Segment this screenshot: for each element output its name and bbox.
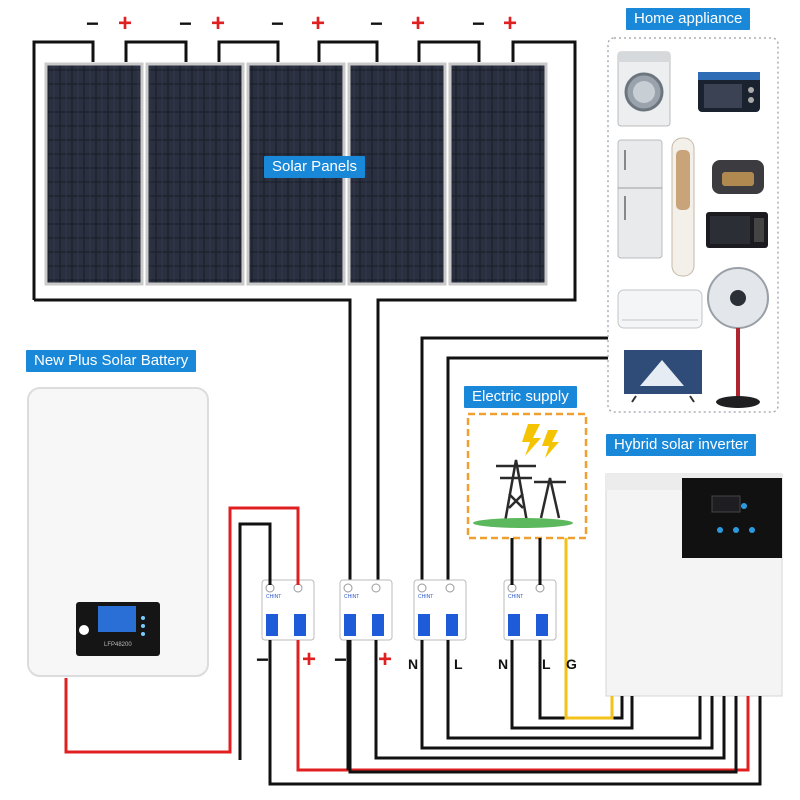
panel-3-negative: −: [271, 11, 284, 36]
solar-panels-label: Solar Panels: [264, 156, 366, 178]
pv-positive-terminal: +: [378, 646, 393, 673]
standing-fan-icon: [707, 267, 769, 408]
panel-2-positive: +: [211, 10, 226, 37]
solar-panel-2: [145, 62, 245, 286]
grid-g-terminal: G: [566, 656, 577, 672]
solar-panel-5: [448, 62, 548, 286]
battery-negative-terminal: −: [256, 647, 269, 672]
breaker-battery: [261, 579, 315, 641]
washing-machine-icon: [617, 51, 671, 127]
tower-air-conditioner-icon: [671, 137, 695, 277]
refrigerator-icon: [617, 139, 663, 259]
breaker-brand-2: CHINT: [344, 594, 360, 600]
utility-tower-icon: [496, 459, 566, 523]
panel-4-negative: −: [370, 11, 383, 36]
grid-n-terminal: N: [498, 656, 509, 672]
breaker-group: [261, 579, 557, 641]
lightning-bolt-icon: [522, 424, 559, 458]
breaker-brand-3: CHINT: [418, 594, 434, 600]
battery-model-label: LFP48200: [104, 642, 132, 648]
home-appliance-label: Home appliance: [626, 8, 751, 30]
inverter-label: Hybrid solar inverter: [606, 434, 757, 456]
solar-battery: [27, 387, 209, 677]
output-l-terminal: L: [454, 656, 463, 672]
pv-negative-terminal: −: [334, 647, 347, 672]
panel-3-positive: +: [311, 10, 326, 37]
battery-positive-terminal: +: [302, 646, 317, 673]
panel-2-negative: −: [179, 11, 192, 36]
split-air-conditioner-icon: [617, 289, 703, 329]
grid-l-terminal: L: [542, 656, 551, 672]
solar-panel-array: [44, 62, 548, 286]
appliance-icons: [617, 51, 769, 408]
microwave-icon: [706, 212, 768, 248]
electric-supply-label: Electric supply: [464, 386, 577, 408]
toaster-oven-icon: [698, 72, 760, 112]
panel-5-positive: +: [503, 10, 518, 37]
hybrid-inverter: [605, 473, 783, 697]
panel-series-wiring: [32, 40, 577, 585]
breaker-brand-1: CHINT: [266, 594, 282, 600]
television-icon: [624, 350, 702, 403]
panel-1-negative: −: [86, 11, 99, 36]
breaker-pv: [339, 579, 393, 641]
breaker-output: [413, 579, 467, 641]
output-n-terminal: N: [408, 656, 419, 672]
solar-panel-1: [44, 62, 144, 286]
breaker-brand-4: CHINT: [508, 594, 524, 600]
panel-5-negative: −: [472, 11, 485, 36]
battery-label: New Plus Solar Battery: [26, 350, 197, 372]
panel-4-positive: +: [411, 10, 426, 37]
rice-cooker-icon: [712, 160, 764, 194]
breaker-grid: [503, 579, 557, 641]
panel-1-positive: +: [118, 10, 133, 37]
